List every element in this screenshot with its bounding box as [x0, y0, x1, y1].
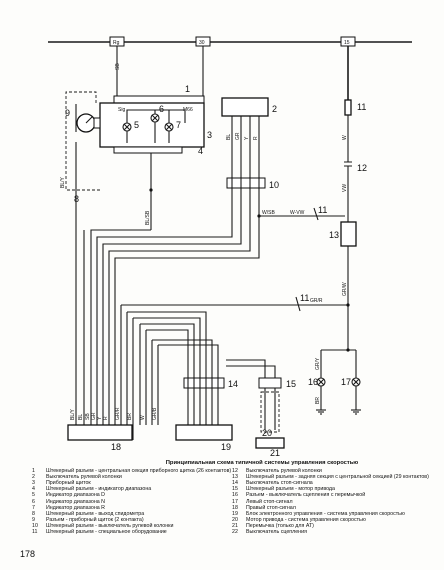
component-number-7: 7: [176, 120, 181, 130]
svg-text:BR: BR: [127, 413, 133, 420]
component-number-6: 6: [159, 104, 164, 114]
svg-text:GR/B: GR/B: [152, 407, 158, 420]
wire-label: BL/Y: [60, 176, 66, 188]
drive-motor-box: [175, 424, 233, 441]
ground-icon: [351, 409, 361, 415]
brake-lamp-right-icon: [351, 377, 361, 387]
wire-label: GR: [235, 132, 241, 140]
legend-item: Штекерный разъем - задняя секция с центр…: [246, 474, 429, 481]
fuse-tag-15-label: 15: [344, 40, 350, 46]
legend-item: Правый стоп-сигнал: [246, 504, 296, 511]
brake-light-switch-box: [340, 221, 357, 247]
component-number-18: 17: [341, 377, 351, 387]
component-number-19: 18: [111, 442, 121, 452]
svg-text:SB: SB: [85, 413, 91, 420]
component-number-20: 19: [221, 442, 231, 452]
svg-text:Y: Y: [97, 416, 103, 420]
component-number-21: 20: [262, 428, 272, 438]
wire-label: W-VW: [290, 210, 305, 216]
connector-1: [113, 95, 205, 104]
component-number-2: 2: [272, 104, 277, 114]
legend-title: Принципиальная схема типичной системы уп…: [165, 460, 359, 466]
legend-item: Индикатор диапазона N: [46, 498, 106, 505]
legend-item: Приборный щиток: [46, 480, 91, 487]
svg-text:BL: BL: [78, 414, 84, 420]
svg-text:GR: GR: [91, 412, 97, 420]
wire-label: R: [253, 136, 259, 140]
legend-item: Штекерный разъем - выключатель рулевой к…: [46, 522, 174, 529]
component-number-11: 11: [318, 205, 327, 215]
connector-10: [226, 177, 266, 189]
legend-item: Выключатель стоп-сигнала: [246, 480, 313, 487]
component-number-16: 15: [286, 379, 296, 389]
ground-icon: [316, 409, 326, 415]
wire-label: VW: [342, 184, 348, 192]
wire-bundle-left: [75, 142, 260, 425]
legend-item: Штекерный разъем - специальное оборудова…: [46, 529, 167, 536]
svg-text:W: W: [140, 415, 146, 420]
component-number-15: 14: [228, 379, 238, 389]
legend-item: Выключатель рулевой колонки: [46, 474, 122, 481]
wire-label: BL/SB: [145, 210, 151, 225]
component-number-3: 3: [207, 130, 212, 140]
cruise-control-ecu-box: [67, 424, 133, 441]
component-number-13: 12: [357, 163, 367, 173]
legend-item: Выключатель сцепления: [246, 529, 307, 536]
wire-label: W/SB: [262, 210, 275, 216]
legend-item: Индикатор диапазона D: [46, 492, 106, 499]
svg-text:R: R: [103, 416, 109, 420]
legend-item: Блок электронного управления - система у…: [246, 510, 405, 517]
wire-label: BR: [315, 397, 321, 404]
page-number: 178: [20, 549, 36, 559]
legend-item: Выключатель рулевой колонки: [246, 468, 322, 475]
connector-4: [113, 146, 183, 154]
steering-switch-box: [221, 97, 269, 117]
fuse-12: [344, 99, 352, 116]
jumper-21: [260, 391, 280, 433]
legend-item: Разъем - выключатель сцепления с перемыч…: [246, 492, 366, 499]
fuse-tag-rg-label: Rg: [113, 40, 120, 46]
wire-label: GR/W: [342, 282, 348, 296]
connector-16: [258, 377, 282, 389]
wire-label: GR/R: [310, 298, 323, 304]
wire-label: GR/Y: [315, 357, 321, 370]
legend-item: Индикатор диапазона R: [46, 504, 106, 511]
wire-label: Y: [244, 136, 250, 140]
legend: Принципиальная схема типичной системы уп…: [32, 460, 432, 535]
svg-text:BL/Y: BL/Y: [70, 408, 76, 420]
component-number-22: 21: [270, 448, 280, 458]
legend-item: Разъем - приборный щиток (2 контакта): [46, 516, 144, 523]
svg-text:M66: M66: [183, 107, 193, 113]
legend-item: Левый стоп-сигнал: [246, 498, 293, 505]
component-number-9: 9: [65, 108, 70, 118]
brake-lamp-left-icon: [316, 377, 326, 387]
component-number-17: 16: [308, 377, 318, 387]
svg-text:GR/R: GR/R: [115, 407, 121, 420]
component-number-14: 13: [329, 230, 339, 240]
legend-item: Перемычка (только для АТ): [246, 522, 314, 529]
component-number-12: 11: [357, 102, 366, 112]
component-number-10: 10: [269, 180, 279, 190]
component-number-4: 4: [198, 146, 203, 156]
wire-label: BL: [226, 134, 232, 140]
component-number-11b: 11: [300, 293, 309, 303]
legend-item: Штекерный разъем - выход спидометра: [46, 510, 145, 517]
legend-item: Штекерный разъем - центральная секция пр…: [46, 468, 232, 475]
svg-text:SB: SB: [115, 63, 121, 70]
connector-15: [183, 377, 225, 389]
component-number-1: 1: [185, 84, 190, 94]
fuse-tag-30-label: 30: [199, 40, 205, 46]
legend-item: Штекерный разъем - индикатор диапазона: [46, 486, 152, 493]
wire-label: W: [342, 135, 348, 140]
legend-item: Штекерный разъем - мотор привода: [246, 486, 335, 493]
clutch-switch-box: [255, 437, 285, 449]
svg-text:Sig: Sig: [118, 107, 125, 113]
legend-item: Мотор привода - система управления скоро…: [246, 516, 366, 523]
wire-bundle-center: [120, 305, 207, 425]
component-number-5: 5: [134, 120, 139, 130]
